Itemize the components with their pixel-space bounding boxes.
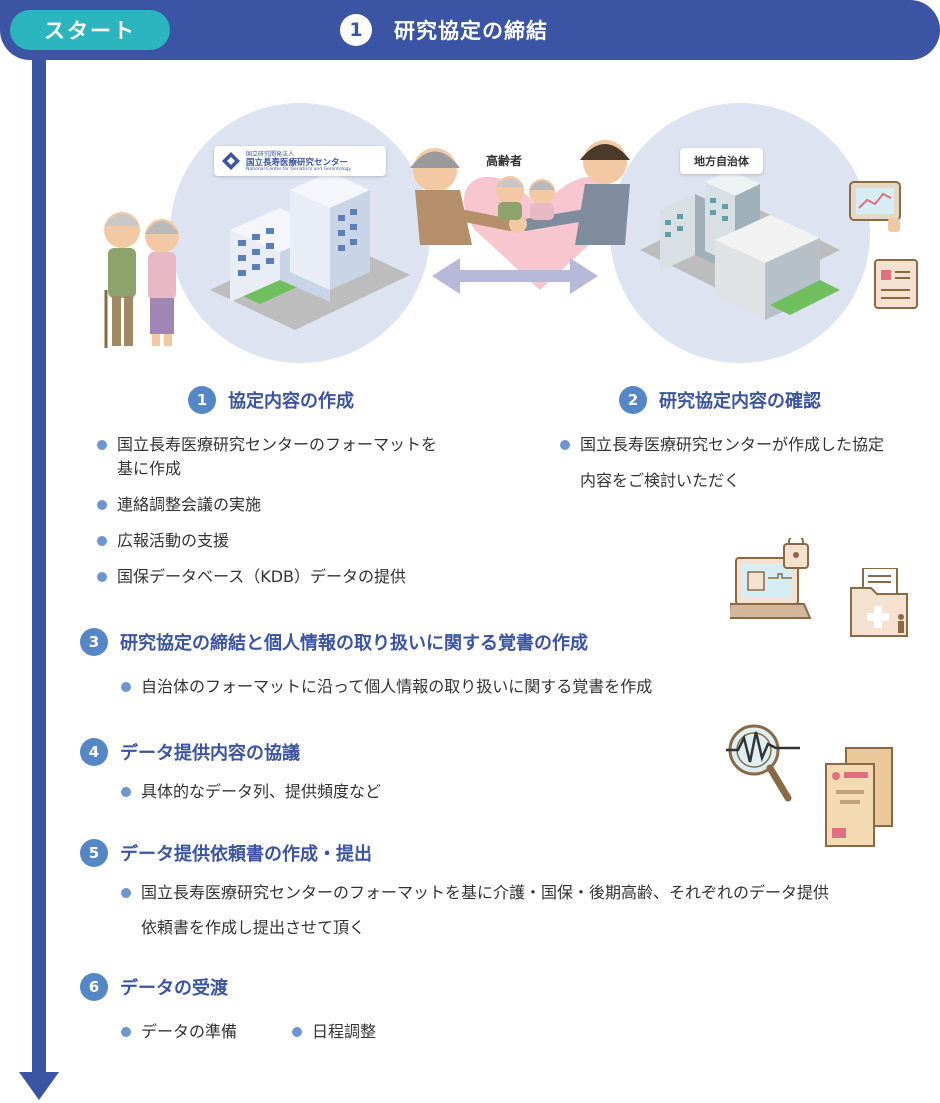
step1-title: 協定内容の作成 <box>228 391 354 412</box>
ncgg-logo-icon <box>222 152 240 170</box>
step4-bullet-text: 具体的なデータ列、提供頻度など <box>141 782 382 801</box>
step4-title: データ提供内容の協議 <box>120 743 300 764</box>
step-header-bar: スタート 1 研究協定の締結 <box>0 0 940 60</box>
step2-heading: 2 研究協定内容の確認 <box>619 386 821 414</box>
envelope-icon <box>825 747 893 847</box>
ncgg-name: 国立長寿医療研究センター <box>246 158 349 168</box>
agreement-illustration: 国立研究開発法人 国立長寿医療研究センター National Center fo… <box>80 90 940 380</box>
step6-heading: 6 データの受渡 <box>80 973 228 1001</box>
step1-bullet2-text: 連絡調整会議の実施 <box>117 495 262 514</box>
step2-bullet: 国立長寿医療研究センターが作成した協定 <box>559 431 885 458</box>
step1-heading: 1 協定内容の作成 <box>188 386 354 414</box>
start-badge: スタート <box>10 10 170 50</box>
step2-bullet-line2: 内容をご検討いただく <box>580 471 741 490</box>
step1-bullet: 国立長寿医療研究センターのフォーマットを <box>96 431 438 458</box>
header-step-number: 1 <box>340 14 372 46</box>
step6-bullet1-text: データの準備 <box>141 1022 238 1041</box>
ncgg-english-name: National Center for Geriatrics and Geron… <box>246 167 352 172</box>
timeline-line <box>32 56 46 1078</box>
step6-bullet: 日程調整 <box>291 1018 377 1045</box>
secure-laptop-icon <box>730 538 812 619</box>
step5-bullet: 国立長寿医療研究センターのフォーマットを基に介護・国保・後期高齢、それぞれのデー… <box>120 879 830 906</box>
step1-bullet: 国保データベース（KDB）データの提供 <box>97 563 406 590</box>
step3-bullet: 自治体のフォーマットに沿って個人情報の取り扱いに関する覚書を作成 <box>120 673 653 700</box>
medical-folder-icon <box>850 568 908 637</box>
header-title-group: 1 研究協定の締結 <box>340 14 548 46</box>
step6-number: 6 <box>80 973 108 1001</box>
step1-bullet1-cont: 基に作成 <box>117 459 182 478</box>
step3-title: 研究協定の締結と個人情報の取り扱いに関する覚書の作成 <box>120 633 588 654</box>
step2-bullet-line1: 国立長寿医療研究センターが作成した協定 <box>580 435 885 454</box>
step4-bullet: 具体的なデータ列、提供頻度など <box>120 778 382 805</box>
step5-bullet-line1: 国立長寿医療研究センターのフォーマットを基に介護・国保・後期高齢、それぞれのデー… <box>141 883 830 902</box>
step5-title: データ提供依頼書の作成・提出 <box>120 844 372 865</box>
agreement-illustration-graphic <box>104 103 918 363</box>
step1-bullet3-text: 広報活動の支援 <box>117 531 230 550</box>
step1-bullet: 連絡調整会議の実施 <box>96 491 262 518</box>
step6-title: データの受渡 <box>120 978 228 999</box>
ncgg-label: 国立研究開発法人 国立長寿医療研究センター National Center fo… <box>214 146 386 176</box>
header-title: 研究協定の締結 <box>394 19 548 43</box>
step5-bullet-line2: 依頼書を作成し提出させて頂く <box>141 918 366 937</box>
elderly-label: 高齢者 <box>486 154 523 168</box>
timeline-arrow-icon <box>19 1072 59 1100</box>
step3-bullet-text: 自治体のフォーマットに沿って個人情報の取り扱いに関する覚書を作成 <box>141 677 653 696</box>
step1-number: 1 <box>188 386 216 414</box>
step3-number: 3 <box>80 628 108 656</box>
step5-heading: 5 データ提供依頼書の作成・提出 <box>80 839 372 867</box>
step5-number: 5 <box>80 839 108 867</box>
ncgg-small-text: 国立研究開発法人 <box>246 151 295 158</box>
step2-number: 2 <box>619 386 647 414</box>
local-government-label: 地方自治体 <box>680 148 763 174</box>
step1-bullet1-text: 国立長寿医療研究センターのフォーマットを <box>117 435 438 454</box>
step4-heading: 4 データ提供内容の協議 <box>80 738 300 766</box>
step6-bullet: データの準備 <box>120 1018 238 1045</box>
step1-bullet: 広報活動の支援 <box>96 527 230 554</box>
step1-bullet4-text: 国保データベース（KDB）データの提供 <box>117 567 406 586</box>
step3-heading: 3 研究協定の締結と個人情報の取り扱いに関する覚書の作成 <box>80 628 588 656</box>
magnifier-icon <box>726 724 800 802</box>
step2-title: 研究協定内容の確認 <box>659 391 821 412</box>
step4-number: 4 <box>80 738 108 766</box>
step6-bullet2-text: 日程調整 <box>312 1022 377 1041</box>
